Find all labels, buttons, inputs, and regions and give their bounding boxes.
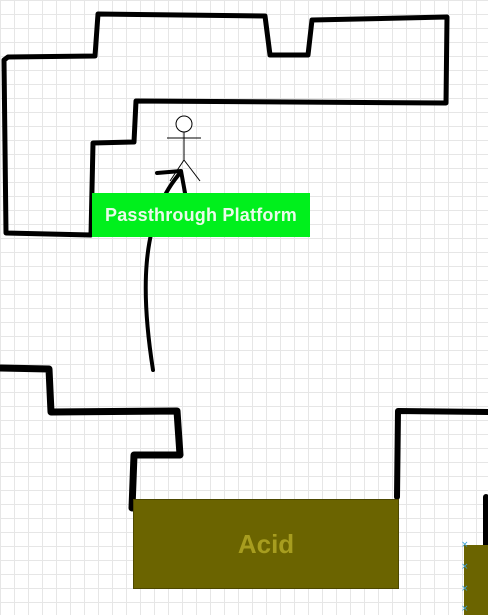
lower-left-wall	[0, 364, 184, 512]
x-handle-icon[interactable]: ×	[461, 584, 469, 594]
stick-figure-icon	[167, 115, 201, 182]
acid-label: Acid	[237, 528, 295, 559]
passthrough-platform[interactable]: Passthrough Platform	[92, 193, 310, 237]
x-handle-icon[interactable]: ×	[461, 540, 469, 550]
platform-label: Passthrough Platform	[104, 204, 298, 225]
x-handle-icon[interactable]: ×	[461, 562, 469, 572]
lower-right-wall	[394, 408, 488, 500]
x-handle-icon[interactable]: ×	[461, 604, 469, 614]
acid-pool-secondary[interactable]	[464, 545, 488, 615]
upper-room-wall	[1, 11, 450, 238]
acid-pool[interactable]: Acid	[133, 499, 399, 589]
jump-arrow	[143, 170, 183, 372]
